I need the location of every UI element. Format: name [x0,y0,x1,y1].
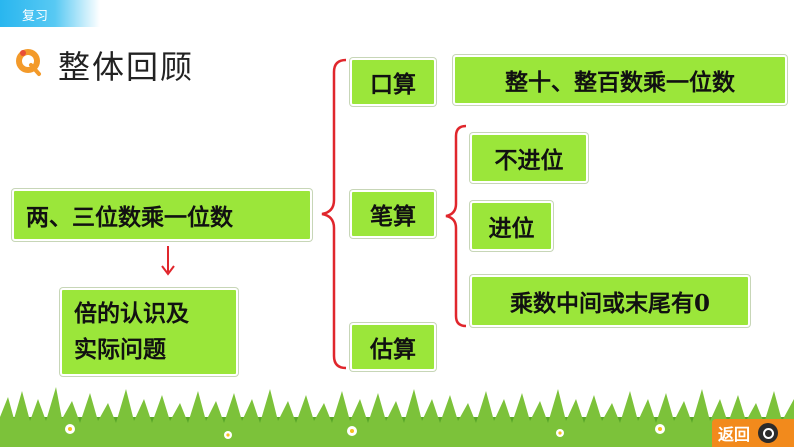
node-written: 笔算 [350,190,436,238]
node-oral-detail-label: 整十、整百数乘一位数 [505,69,735,96]
node-written-item-3-label: 乘数中间或末尾有0 [509,290,710,317]
node-written-item-1-label: 不进位 [494,147,564,174]
return-button-label: 返回 [718,425,751,444]
header-tab-label: 复习 [22,9,49,24]
node-written-item-2-label: 进位 [488,215,535,242]
node-main-label: 两、三位数乘一位数 [26,204,233,231]
written-brace [445,124,467,328]
node-multiple: 倍的认识及 实际问题 [60,288,238,376]
node-estimate: 估算 [350,323,436,371]
down-arrow-head [161,265,175,276]
node-written-item-2: 进位 [470,201,553,251]
node-oral-label: 口算 [370,71,416,98]
title-q-icon [16,49,41,76]
header-tab: 复习 [0,0,100,27]
node-main: 两、三位数乘一位数 [12,189,312,241]
node-written-label: 笔算 [370,203,416,230]
node-written-item-1: 不进位 [470,133,588,183]
node-estimate-label: 估算 [370,336,416,363]
main-brace [321,58,347,370]
node-multiple-line-1: 倍的认识及 [74,300,189,327]
return-icon [758,423,779,443]
page-title: 整体回顾 [58,48,195,86]
node-oral-detail: 整十、整百数乘一位数 [453,55,787,105]
node-written-item-3: 乘数中间或末尾有0 [470,275,750,327]
node-oral: 口算 [350,58,436,106]
return-button[interactable]: 返回 [712,419,794,447]
grass-decoration [0,387,794,447]
node-multiple-line-2: 实际问题 [74,336,166,363]
